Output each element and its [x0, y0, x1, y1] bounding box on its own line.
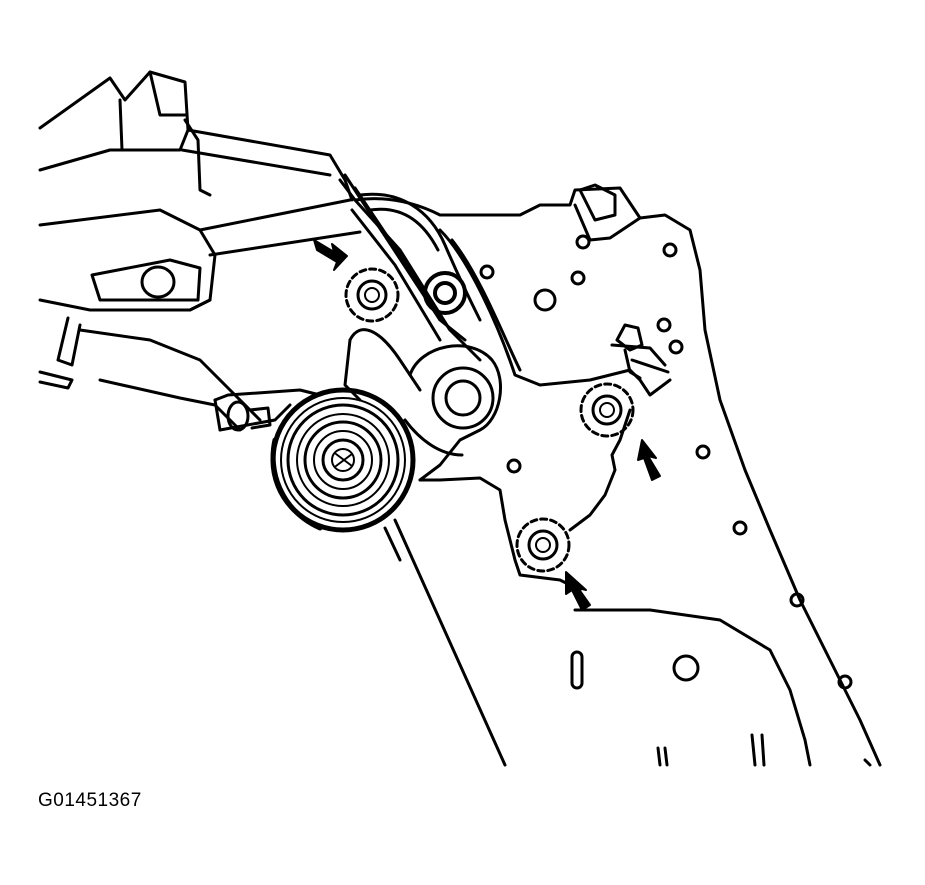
figure-id-label: G01451367: [38, 790, 142, 811]
arrow-right-bolt: [638, 440, 660, 480]
tensioner-pivot: [405, 346, 501, 480]
pulley-arm: [215, 390, 320, 430]
upper-bracket: [40, 72, 360, 310]
belt-tensioner-diagram: [0, 0, 925, 780]
arrow-upper-bolt: [314, 240, 347, 270]
arrow-lower-bolt: [566, 572, 590, 610]
bolt-lower: [517, 519, 569, 571]
tensioner-pulley: [273, 390, 413, 530]
bolt-upper: [346, 269, 398, 321]
sensor-fitting: [612, 325, 668, 378]
mounting-plate: [355, 185, 880, 765]
bolt-right: [581, 384, 633, 436]
drive-belt: [345, 175, 505, 765]
plate-holes: [481, 236, 870, 765]
tensioner-arm: [340, 180, 480, 400]
